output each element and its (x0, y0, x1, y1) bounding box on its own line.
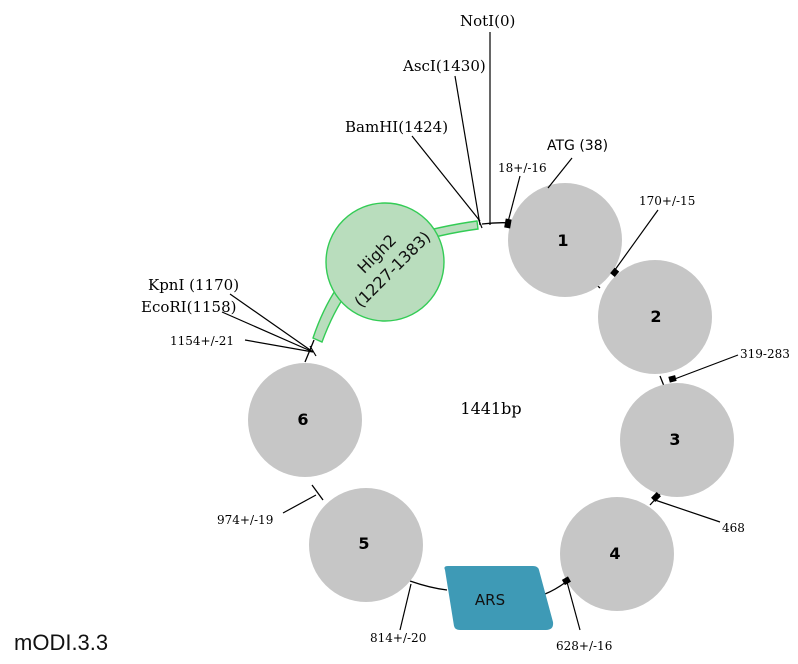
site-label-ecori: EcoRI(1158) (141, 298, 236, 316)
site-label-bamhi: BamHI(1424) (345, 118, 448, 136)
ars-feature (444, 566, 554, 630)
marker-label-814: 814+/-20 (370, 631, 426, 645)
marker-label-170: 170+/-15 (639, 194, 695, 208)
plasmid-size-label: 1441bp (460, 399, 521, 418)
nucleosome-1 (508, 183, 622, 297)
position-marker-lines (282, 157, 739, 631)
marker-label-974: 974+/-19 (217, 513, 273, 527)
nucleosome-4-label: 4 (609, 544, 620, 563)
nucleosome-5-label: 5 (358, 534, 369, 553)
nucleosome-3-label: 3 (669, 430, 680, 449)
position-ticks (504, 218, 677, 586)
site-label-asci: AscI(1430) (402, 57, 486, 75)
nucleosome-6 (248, 363, 362, 477)
marker-label-1154: 1154+/-21 (170, 334, 234, 348)
nucleosomes (248, 183, 734, 611)
site-label-noti: NotI(0) (460, 12, 515, 30)
nucleosome-4 (560, 497, 674, 611)
ars-label: ARS (475, 591, 505, 609)
marker-label-18: 18+/-16 (498, 161, 547, 175)
marker-label-468: 468 (722, 521, 745, 535)
nucleosome-6-label: 6 (297, 410, 308, 429)
nucleosome-1-label: 1 (557, 231, 568, 250)
nucleosome-3 (620, 383, 734, 497)
start-codon-label: ATG (38) (547, 138, 608, 154)
high2-circle (325, 202, 445, 322)
nucleosome-5 (309, 488, 423, 602)
restriction-site-lines (221, 32, 491, 357)
marker-label-628: 628+/-16 (556, 639, 612, 653)
nucleosome-2-label: 2 (650, 307, 661, 326)
nucleosome-2 (598, 260, 712, 374)
marker-label-319: 319-283 (740, 347, 790, 361)
site-label-kpni: KpnI (1170) (148, 276, 239, 294)
plasmid-name: mODI.3.3 (14, 630, 109, 655)
